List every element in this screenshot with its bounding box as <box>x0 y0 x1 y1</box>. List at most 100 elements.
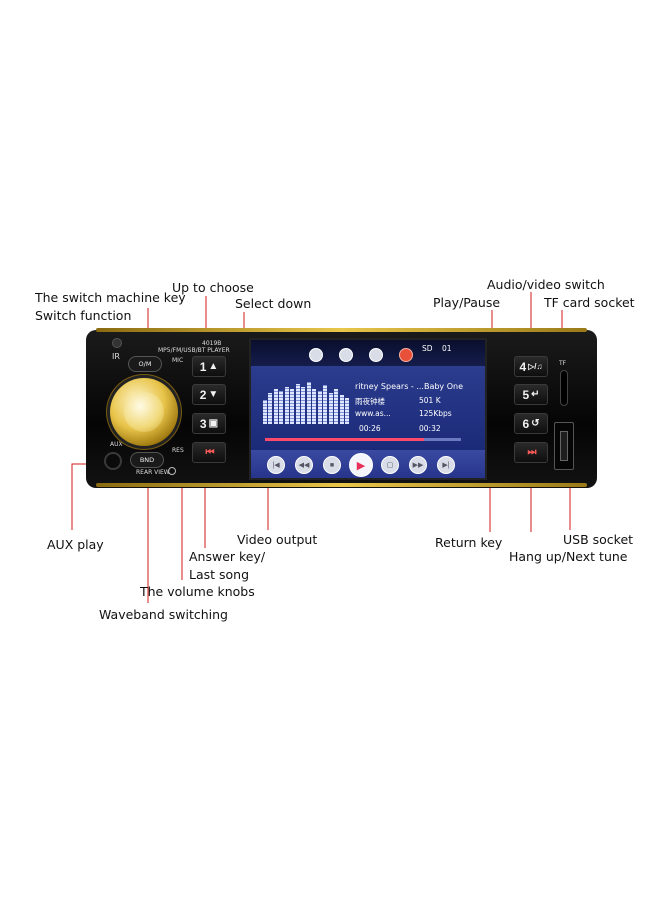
aux-jack[interactable] <box>104 452 122 470</box>
callout-switch-function: Switch function <box>35 308 132 323</box>
eq-bar <box>328 393 333 424</box>
key-6-return[interactable]: 6 ↺ <box>514 413 548 434</box>
key-1-up[interactable]: 1 ▲ <box>192 356 226 377</box>
eq-bar <box>279 391 284 424</box>
eq-bar <box>317 391 322 424</box>
album-name: 雨夜钟楼 <box>355 397 385 406</box>
callout-audio-video-switch: Audio/video switch <box>487 277 605 292</box>
rear-view-label: REAR VIEW <box>136 469 170 476</box>
previous-track-icon: ⏮ <box>205 447 215 458</box>
callout-select-down: Select down <box>235 296 312 311</box>
screen-main-panel <box>251 366 485 450</box>
bnd-label: BND <box>139 456 155 464</box>
eq-bar <box>334 388 339 424</box>
callout-volume-knobs: The volume knobs <box>140 584 255 599</box>
volume-knob-cap <box>124 392 164 432</box>
key-next-hangup[interactable]: ⏭ <box>514 442 548 463</box>
total-time: 00:32 <box>419 424 441 433</box>
ir-label: IR <box>112 352 120 361</box>
callout-video-output: Video output <box>237 532 318 547</box>
power-mode-button[interactable]: O/M <box>128 356 162 372</box>
repeat-icon[interactable] <box>369 348 383 362</box>
eq-bar <box>339 395 344 424</box>
return-icon: ↺ <box>531 418 540 429</box>
key-2-down[interactable]: 2 ▼ <box>192 384 226 405</box>
aux-label: AUX <box>110 441 123 448</box>
key-4-play-pause[interactable]: 4 ▷/♫ <box>514 356 548 377</box>
callout-switch-machine-key: The switch machine key <box>35 290 186 305</box>
eq-bar <box>284 386 289 424</box>
model-label: 4019B <box>202 340 222 347</box>
site-url: www.as... <box>355 409 391 418</box>
eq-bar <box>295 384 300 424</box>
gold-trim-top <box>96 328 587 332</box>
key-3-num: 3 <box>199 416 207 431</box>
down-arrow-icon: ▼ <box>208 389 219 400</box>
ir-sensor <box>112 338 122 348</box>
menu-icon[interactable] <box>309 348 323 362</box>
key-2-num: 2 <box>199 387 207 402</box>
rewind-icon[interactable]: ◀◀ <box>295 456 313 474</box>
eq-bar <box>323 385 328 424</box>
tf-label: TF <box>559 360 567 367</box>
car-stereo-unit: IR 4019B MP5/FM/USB/BT PLAYER MIC AUX RE… <box>86 326 597 490</box>
callout-up-to-choose: Up to choose <box>172 280 254 295</box>
file-size: 501 K <box>419 396 441 405</box>
mic-label: MIC <box>172 357 184 364</box>
play-pause-icon: ▷/♫ <box>528 362 543 371</box>
key-6-num: 6 <box>522 416 530 431</box>
key-3-video[interactable]: 3 ▣ <box>192 413 226 434</box>
stop-icon[interactable]: ■ <box>323 456 341 474</box>
volume-knob[interactable] <box>110 378 178 446</box>
callout-usb-socket: USB socket <box>563 532 634 547</box>
video-icon: ▣ <box>208 418 219 429</box>
source-label: SD <box>422 344 433 353</box>
eq-bar <box>273 388 278 424</box>
callout-play-pause: Play/Pause <box>433 295 501 310</box>
om-label: O/M <box>138 360 152 368</box>
band-button[interactable]: BND <box>130 452 164 468</box>
usb-port-inner <box>560 431 568 461</box>
tf-card-slot[interactable] <box>560 370 568 406</box>
usb-port[interactable] <box>554 422 574 470</box>
progress-bar-track[interactable] <box>265 438 461 441</box>
rear-view-icon <box>168 467 176 475</box>
eq-bar <box>345 397 349 424</box>
eq-bar <box>263 399 267 424</box>
callout-waveband-switching: Waveband switching <box>99 607 228 622</box>
key-5-enter[interactable]: 5 ↵ <box>514 384 548 405</box>
fast-forward-icon[interactable]: ▶▶ <box>409 456 427 474</box>
gold-trim-bottom <box>96 483 587 487</box>
skip-forward-icon[interactable]: ▶| <box>437 456 455 474</box>
progress-bar-fill <box>265 438 424 441</box>
screen-top-bar <box>251 340 485 366</box>
callout-return-key: Return key <box>435 535 503 550</box>
key-5-num: 5 <box>522 387 530 402</box>
square-icon[interactable]: ▢ <box>381 456 399 474</box>
callout-hang-up-next-tune: Hang up/Next tune <box>509 549 628 564</box>
up-arrow-icon: ▲ <box>208 361 219 372</box>
callout-tf-card-socket: TF card socket <box>544 295 635 310</box>
eq-bar <box>312 388 317 424</box>
eq-bar <box>290 388 295 424</box>
settings-icon[interactable] <box>339 348 353 362</box>
elapsed-time: 00:26 <box>359 424 381 433</box>
callout-last-song: Last song <box>189 567 250 582</box>
eq-off-icon[interactable] <box>399 348 413 362</box>
res-label: RES <box>172 447 184 454</box>
eq-bar <box>268 393 273 424</box>
track-number: 01 <box>442 344 452 353</box>
play-icon[interactable]: ▶ <box>349 453 373 477</box>
next-track-icon: ⏭ <box>527 447 537 458</box>
callout-answer-key: Answer key/ <box>189 549 266 564</box>
callout-aux-play: AUX play <box>47 537 104 552</box>
eq-bar <box>301 386 306 424</box>
key-prev-answer[interactable]: ⏮ <box>192 442 226 463</box>
key-1-num: 1 <box>199 359 207 374</box>
enter-icon: ↵ <box>531 389 540 400</box>
equalizer-visualizer <box>263 380 349 424</box>
display-screen: SD 01 ritney Spears - ...Baby One 雨夜钟楼 5… <box>249 338 487 480</box>
eq-bar <box>306 382 311 424</box>
key-4-num: 4 <box>519 359 527 374</box>
skip-back-icon[interactable]: |◀ <box>267 456 285 474</box>
